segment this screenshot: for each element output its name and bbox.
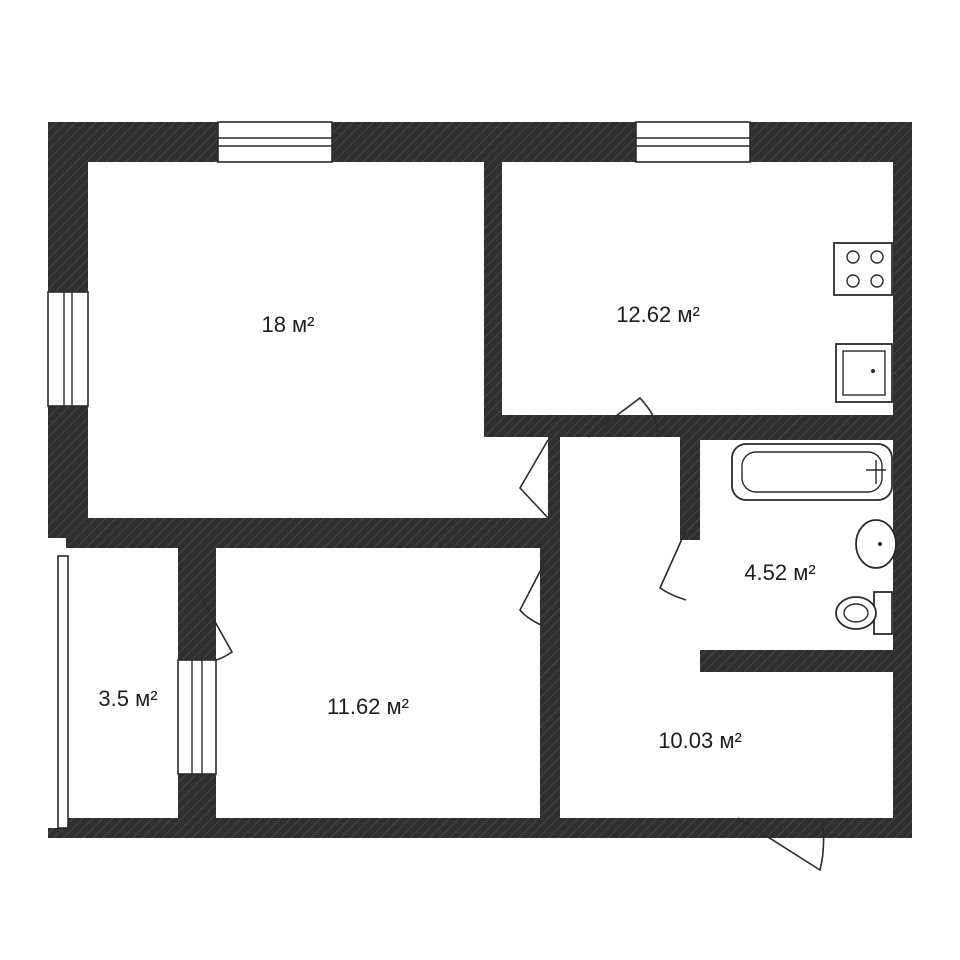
- door-entrance: [737, 817, 825, 872]
- area-label-room-2: 11.62 м²: [327, 694, 409, 719]
- windows: [47, 121, 751, 829]
- kitchen-sink-icon: [835, 343, 893, 403]
- window-top-right: [635, 121, 751, 163]
- area-label-kitchen: 12.62 м²: [616, 302, 700, 327]
- door-room-1: [519, 439, 549, 519]
- balcony-glazing: [57, 555, 69, 829]
- washbasin-icon: [855, 519, 897, 569]
- doors: [195, 396, 825, 872]
- area-label-hallway: 10.03 м²: [658, 728, 742, 753]
- toilet-icon: [835, 591, 893, 635]
- door-kitchen: [587, 396, 659, 438]
- window-top-left: [217, 121, 333, 163]
- area-label-bathroom: 4.52 м²: [744, 560, 815, 585]
- bathtub-icon: [731, 443, 893, 501]
- door-bathroom: [658, 529, 687, 601]
- stove-icon: [833, 242, 893, 296]
- window-left: [47, 291, 89, 407]
- door-room-2: [519, 555, 549, 629]
- area-label-balcony: 3.5 м²: [98, 686, 157, 711]
- area-label-room-1: 18 м²: [261, 312, 314, 337]
- door-balcony: [195, 587, 234, 661]
- balcony-door-window: [177, 659, 217, 775]
